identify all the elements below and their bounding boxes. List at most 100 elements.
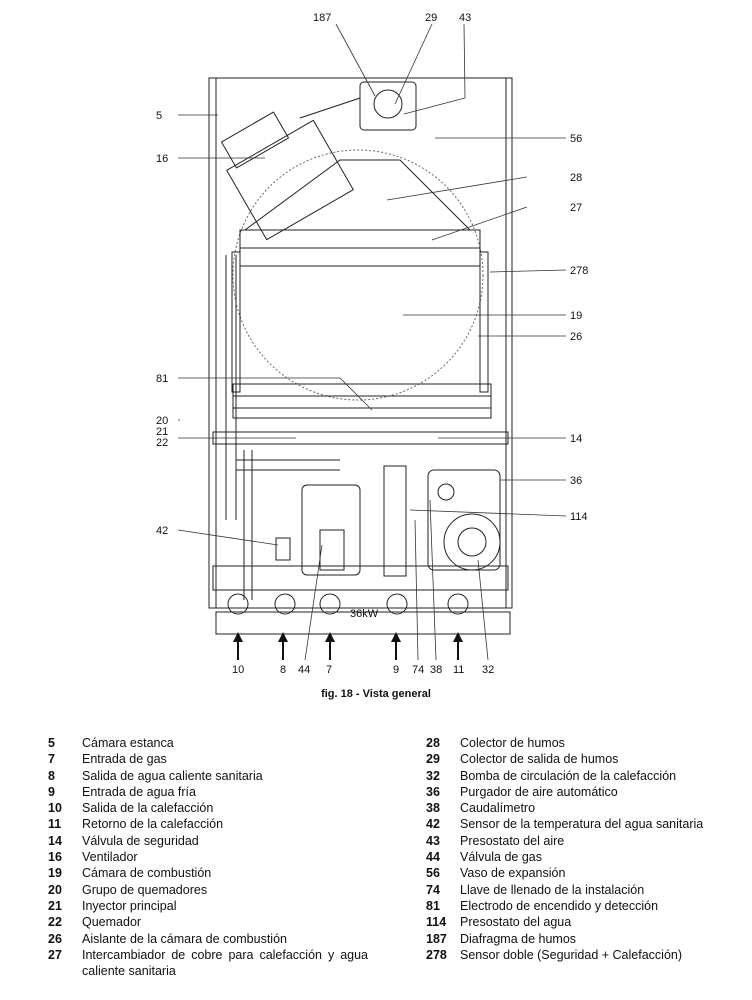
legend-text: Cámara de combustión: [82, 866, 212, 881]
legend-text: Válvula de gas: [460, 850, 543, 865]
figure-caption: fig. 18 - Vista general: [321, 688, 431, 700]
callout-27: 27: [570, 202, 582, 214]
legend-number: 16: [48, 850, 62, 865]
legend-text: Sensor de la temperatura del agua sanita…: [460, 817, 704, 832]
legend-number: 43: [426, 833, 440, 848]
legend-text: Salida de la calefacción: [82, 801, 214, 816]
legend-item: 20 Grupo de quemadores: [48, 882, 368, 898]
burner-group: [232, 383, 492, 419]
legend-number: 5: [48, 736, 55, 750]
callout-5: 5: [156, 110, 162, 122]
legend-text: Intercambiador de cobre para calefacción…: [82, 947, 368, 979]
legend-text: Quemador: [82, 915, 142, 930]
legend-number: 56: [426, 866, 440, 881]
legend-item: 8 Salida de agua caliente sanitaria: [48, 768, 368, 784]
callout-32: 32: [482, 664, 494, 676]
callout-74: 74: [412, 664, 424, 676]
legend-text: Colector de salida de humos: [460, 752, 619, 767]
legend-number: 81: [426, 898, 440, 913]
boiler-overview-diagram: 36kW 187 29 43 5 56 16 28 27 278 19 26 8…: [156, 12, 588, 676]
legend-text: Entrada de agua fría: [82, 784, 196, 799]
legend-item: 10 Salida de la calefacción: [48, 800, 368, 816]
legend-number: 10: [48, 801, 62, 816]
legend-number: 36: [426, 784, 440, 799]
connection-rail: [212, 565, 509, 591]
connectors: [227, 593, 469, 615]
legend-number: 38: [426, 801, 440, 816]
callout-44: 44: [298, 664, 310, 676]
callout-10: 10: [232, 664, 244, 676]
callout-42: 42: [156, 525, 168, 537]
legend-number: 27: [48, 947, 62, 962]
legend-number: 7: [48, 752, 55, 767]
callout-16: 16: [156, 153, 168, 165]
legend-text: Electrodo de encendido y detección: [460, 898, 659, 913]
callout-187: 187: [313, 12, 331, 24]
callout-28: 28: [570, 172, 582, 184]
fan-assembly: [220, 111, 354, 241]
callout-278: 278: [570, 265, 588, 277]
legend-text: Colector de humos: [460, 736, 565, 750]
legend-number: 19: [48, 866, 62, 881]
callout-20: 20: [156, 415, 168, 427]
legend-number: 20: [48, 882, 62, 897]
legend-number: 44: [426, 850, 440, 865]
callout-11: 11: [453, 664, 464, 676]
legend-text: Retorno de la calefacción: [82, 817, 224, 832]
legend-text: Caudalímetro: [460, 801, 536, 816]
callout-7: 7: [326, 664, 332, 676]
callout-26: 26: [570, 331, 582, 343]
legend-item: 36 Purgador de aire automático: [426, 784, 746, 800]
legend-number: 32: [426, 768, 440, 783]
callout-14: 14: [570, 433, 582, 445]
gas-valve: [301, 484, 361, 576]
callout-38: 38: [430, 664, 442, 676]
legend-item: 28 Colector de humos: [426, 735, 746, 751]
legend-item: 19 Cámara de combustión: [48, 865, 368, 881]
legend-text: Llave de llenado de la instalación: [460, 882, 645, 897]
circulation-pump: [427, 469, 501, 571]
legend-text: Presostato del agua: [460, 915, 572, 930]
legend-text: Purgador de aire automático: [460, 784, 618, 799]
callout-56: 56: [570, 133, 582, 145]
legend-number: 187: [426, 931, 447, 946]
legend-text: Aislante de la cámara de combustión: [82, 931, 287, 946]
legend-text: Vaso de expansión: [460, 866, 566, 881]
callout-19: 19: [570, 310, 582, 322]
legend-item: 44 Válvula de gas: [426, 849, 746, 865]
flue-outlet: [299, 81, 417, 131]
legend-item: 38 Caudalímetro: [426, 800, 746, 816]
callout-81: 81: [156, 373, 168, 385]
legend-text: Bomba de circulación de la calefacción: [460, 768, 677, 783]
sanitary-temp-sensor: [275, 537, 291, 561]
legend-item: 56 Vaso de expansión: [426, 865, 746, 881]
legend-number: 11: [48, 817, 62, 832]
flow-meter: [383, 465, 407, 577]
callout-43: 43: [459, 12, 471, 24]
legend-number: 8: [48, 768, 55, 783]
sealed-chamber-casing: [208, 77, 513, 609]
callout-22: 22: [156, 437, 168, 449]
legend-text: Salida de agua caliente sanitaria: [82, 768, 263, 783]
legend-number: 14: [48, 833, 62, 848]
legend-text: Grupo de quemadores: [82, 882, 208, 897]
legend-text: Inyector principal: [82, 898, 177, 913]
expansion-vessel: [232, 149, 484, 401]
legend-number: 28: [426, 736, 440, 750]
callout-labels: 187 29 43 5 56 16 28 27 278 19 26 81 20 …: [156, 12, 588, 676]
legend-text: Sensor doble (Seguridad + Calefacción): [460, 947, 683, 962]
